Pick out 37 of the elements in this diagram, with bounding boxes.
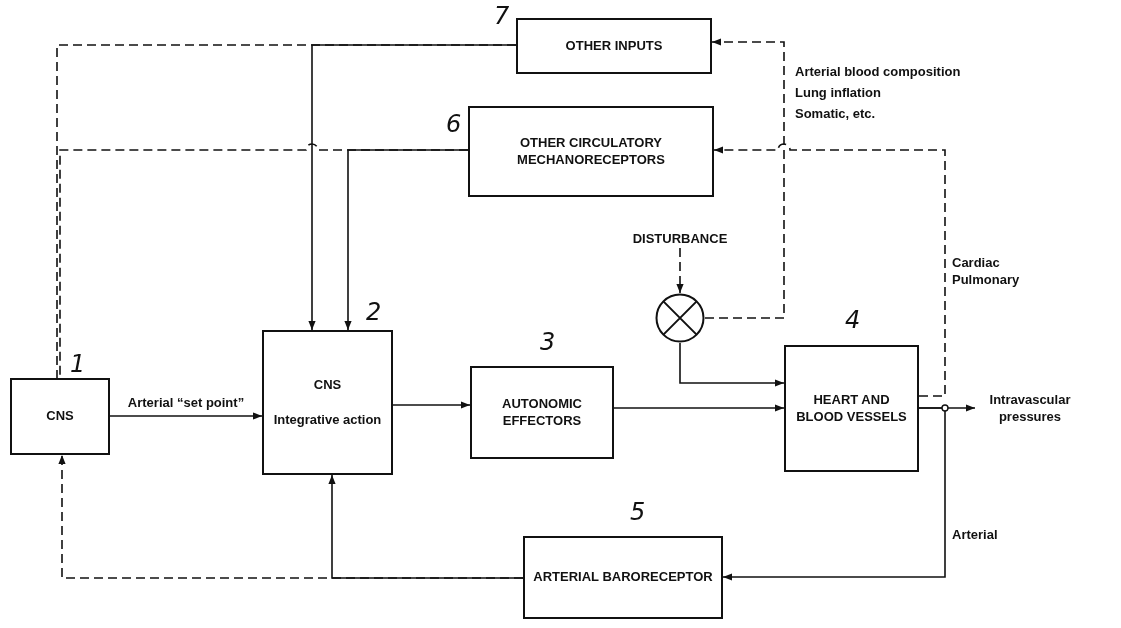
- callout-number: 3: [540, 330, 556, 354]
- connector-arrow: [58, 454, 524, 579]
- process-box: [784, 345, 919, 472]
- connector-arrow: [676, 247, 684, 294]
- box-text: OTHER INPUTS: [565, 37, 663, 55]
- input-label: Somatic, etc.: [795, 106, 876, 122]
- process-box: [470, 366, 614, 459]
- process-box: [262, 330, 393, 475]
- connector-arrow: [613, 404, 785, 412]
- callout-number: 4: [845, 308, 861, 332]
- callout-number: 2: [366, 300, 382, 324]
- process-box: [468, 106, 714, 197]
- signal-text: DISTURBANCE: [610, 230, 750, 248]
- connector-arrow: [679, 342, 785, 387]
- input-label: Arterial blood composition: [795, 64, 961, 80]
- connector-arrow: [722, 407, 946, 581]
- callout-number: 6: [446, 112, 462, 136]
- process-box: [523, 536, 723, 619]
- process-box: [516, 18, 712, 74]
- connector-arrow: [392, 401, 471, 409]
- comparator-circle: [655, 293, 705, 343]
- callout-number: 7: [494, 4, 510, 28]
- box-text: Integrative action: [273, 411, 382, 429]
- connector-arrow: [713, 143, 946, 397]
- box-heading: CNS: [313, 376, 342, 394]
- process-box: [10, 378, 110, 455]
- box-text: HEART AND BLOOD VESSELS: [795, 391, 908, 426]
- callout-number: 1: [70, 352, 86, 376]
- box-text: ARTERIAL BARORECEPTOR: [533, 569, 713, 586]
- input-label: Lung inflation: [795, 85, 881, 101]
- box-text: CNS: [46, 408, 74, 425]
- connector-arrow: [704, 38, 785, 319]
- box-text: OTHER CIRCULATORY MECHANORECEPTORS: [516, 134, 666, 169]
- callout-number: 5: [630, 500, 646, 524]
- signal-text: Intravascular pressures: [975, 388, 1085, 430]
- box-text: AUTONOMIC EFFECTORS: [501, 395, 583, 430]
- connector-arrow: [109, 412, 263, 420]
